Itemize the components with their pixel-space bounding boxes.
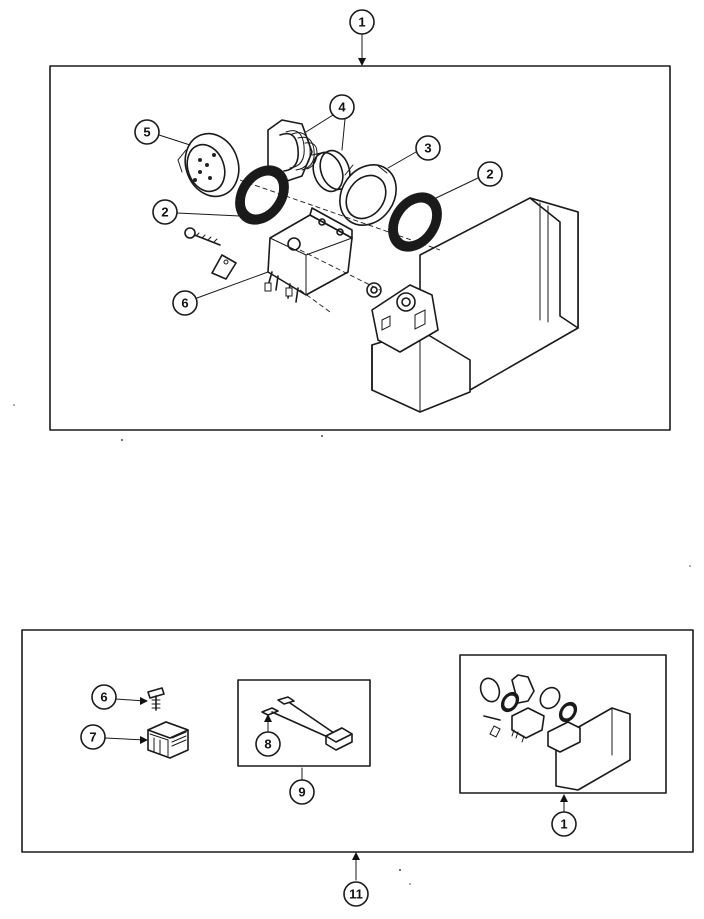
svg-text:1: 1 bbox=[358, 15, 365, 30]
harness-kit-box bbox=[237, 679, 371, 767]
svg-text:4: 4 bbox=[338, 100, 346, 115]
inlet-fitting bbox=[177, 132, 240, 198]
mini-assembly-box bbox=[459, 654, 667, 794]
callout-1-top: 1 bbox=[349, 9, 375, 35]
gasket-ring-left bbox=[235, 165, 289, 225]
screw-part bbox=[147, 687, 165, 711]
callout-2-right: 2 bbox=[435, 161, 503, 199]
svg-text:8: 8 bbox=[264, 737, 271, 752]
callout-6: 6 bbox=[172, 271, 269, 316]
svg-text:2: 2 bbox=[161, 205, 168, 220]
svg-text:1: 1 bbox=[560, 817, 567, 832]
callout-7: 6 bbox=[91, 684, 148, 710]
svg-text:2: 2 bbox=[486, 167, 493, 182]
valve-housing bbox=[366, 197, 579, 413]
mounting-screw bbox=[184, 227, 221, 246]
callout-9: 8 bbox=[255, 714, 281, 757]
mounting-clip bbox=[211, 254, 237, 280]
callout-10: 9 bbox=[289, 767, 315, 805]
svg-text:9: 9 bbox=[298, 785, 305, 800]
svg-text:11: 11 bbox=[349, 887, 363, 902]
callout-5: 5 bbox=[134, 119, 191, 146]
explode-lines bbox=[239, 179, 441, 313]
svg-text:3: 3 bbox=[424, 141, 431, 156]
callout-4: 4 bbox=[305, 94, 355, 151]
callout-1-bottom: 1 bbox=[551, 794, 577, 837]
callout-3: 3 bbox=[387, 135, 441, 169]
mini-valve-assembly bbox=[479, 674, 631, 791]
callout-11: 11 bbox=[343, 881, 369, 907]
svg-text:6: 6 bbox=[181, 296, 188, 311]
bottom-kit-panel bbox=[21, 629, 694, 881]
valve-body-spring bbox=[267, 119, 351, 193]
top-assembly-panel bbox=[49, 33, 671, 431]
callout-8: 7 bbox=[80, 724, 148, 750]
retaining-nut bbox=[339, 164, 397, 226]
svg-text:7: 7 bbox=[89, 730, 96, 745]
scan-specks bbox=[13, 404, 691, 885]
wire-harness-part bbox=[261, 696, 353, 751]
clip-block-part bbox=[147, 721, 189, 759]
solenoid-coil bbox=[264, 207, 353, 303]
svg-text:6: 6 bbox=[100, 690, 107, 705]
callout-2-left: 2 bbox=[152, 199, 241, 225]
svg-text:5: 5 bbox=[143, 125, 150, 140]
